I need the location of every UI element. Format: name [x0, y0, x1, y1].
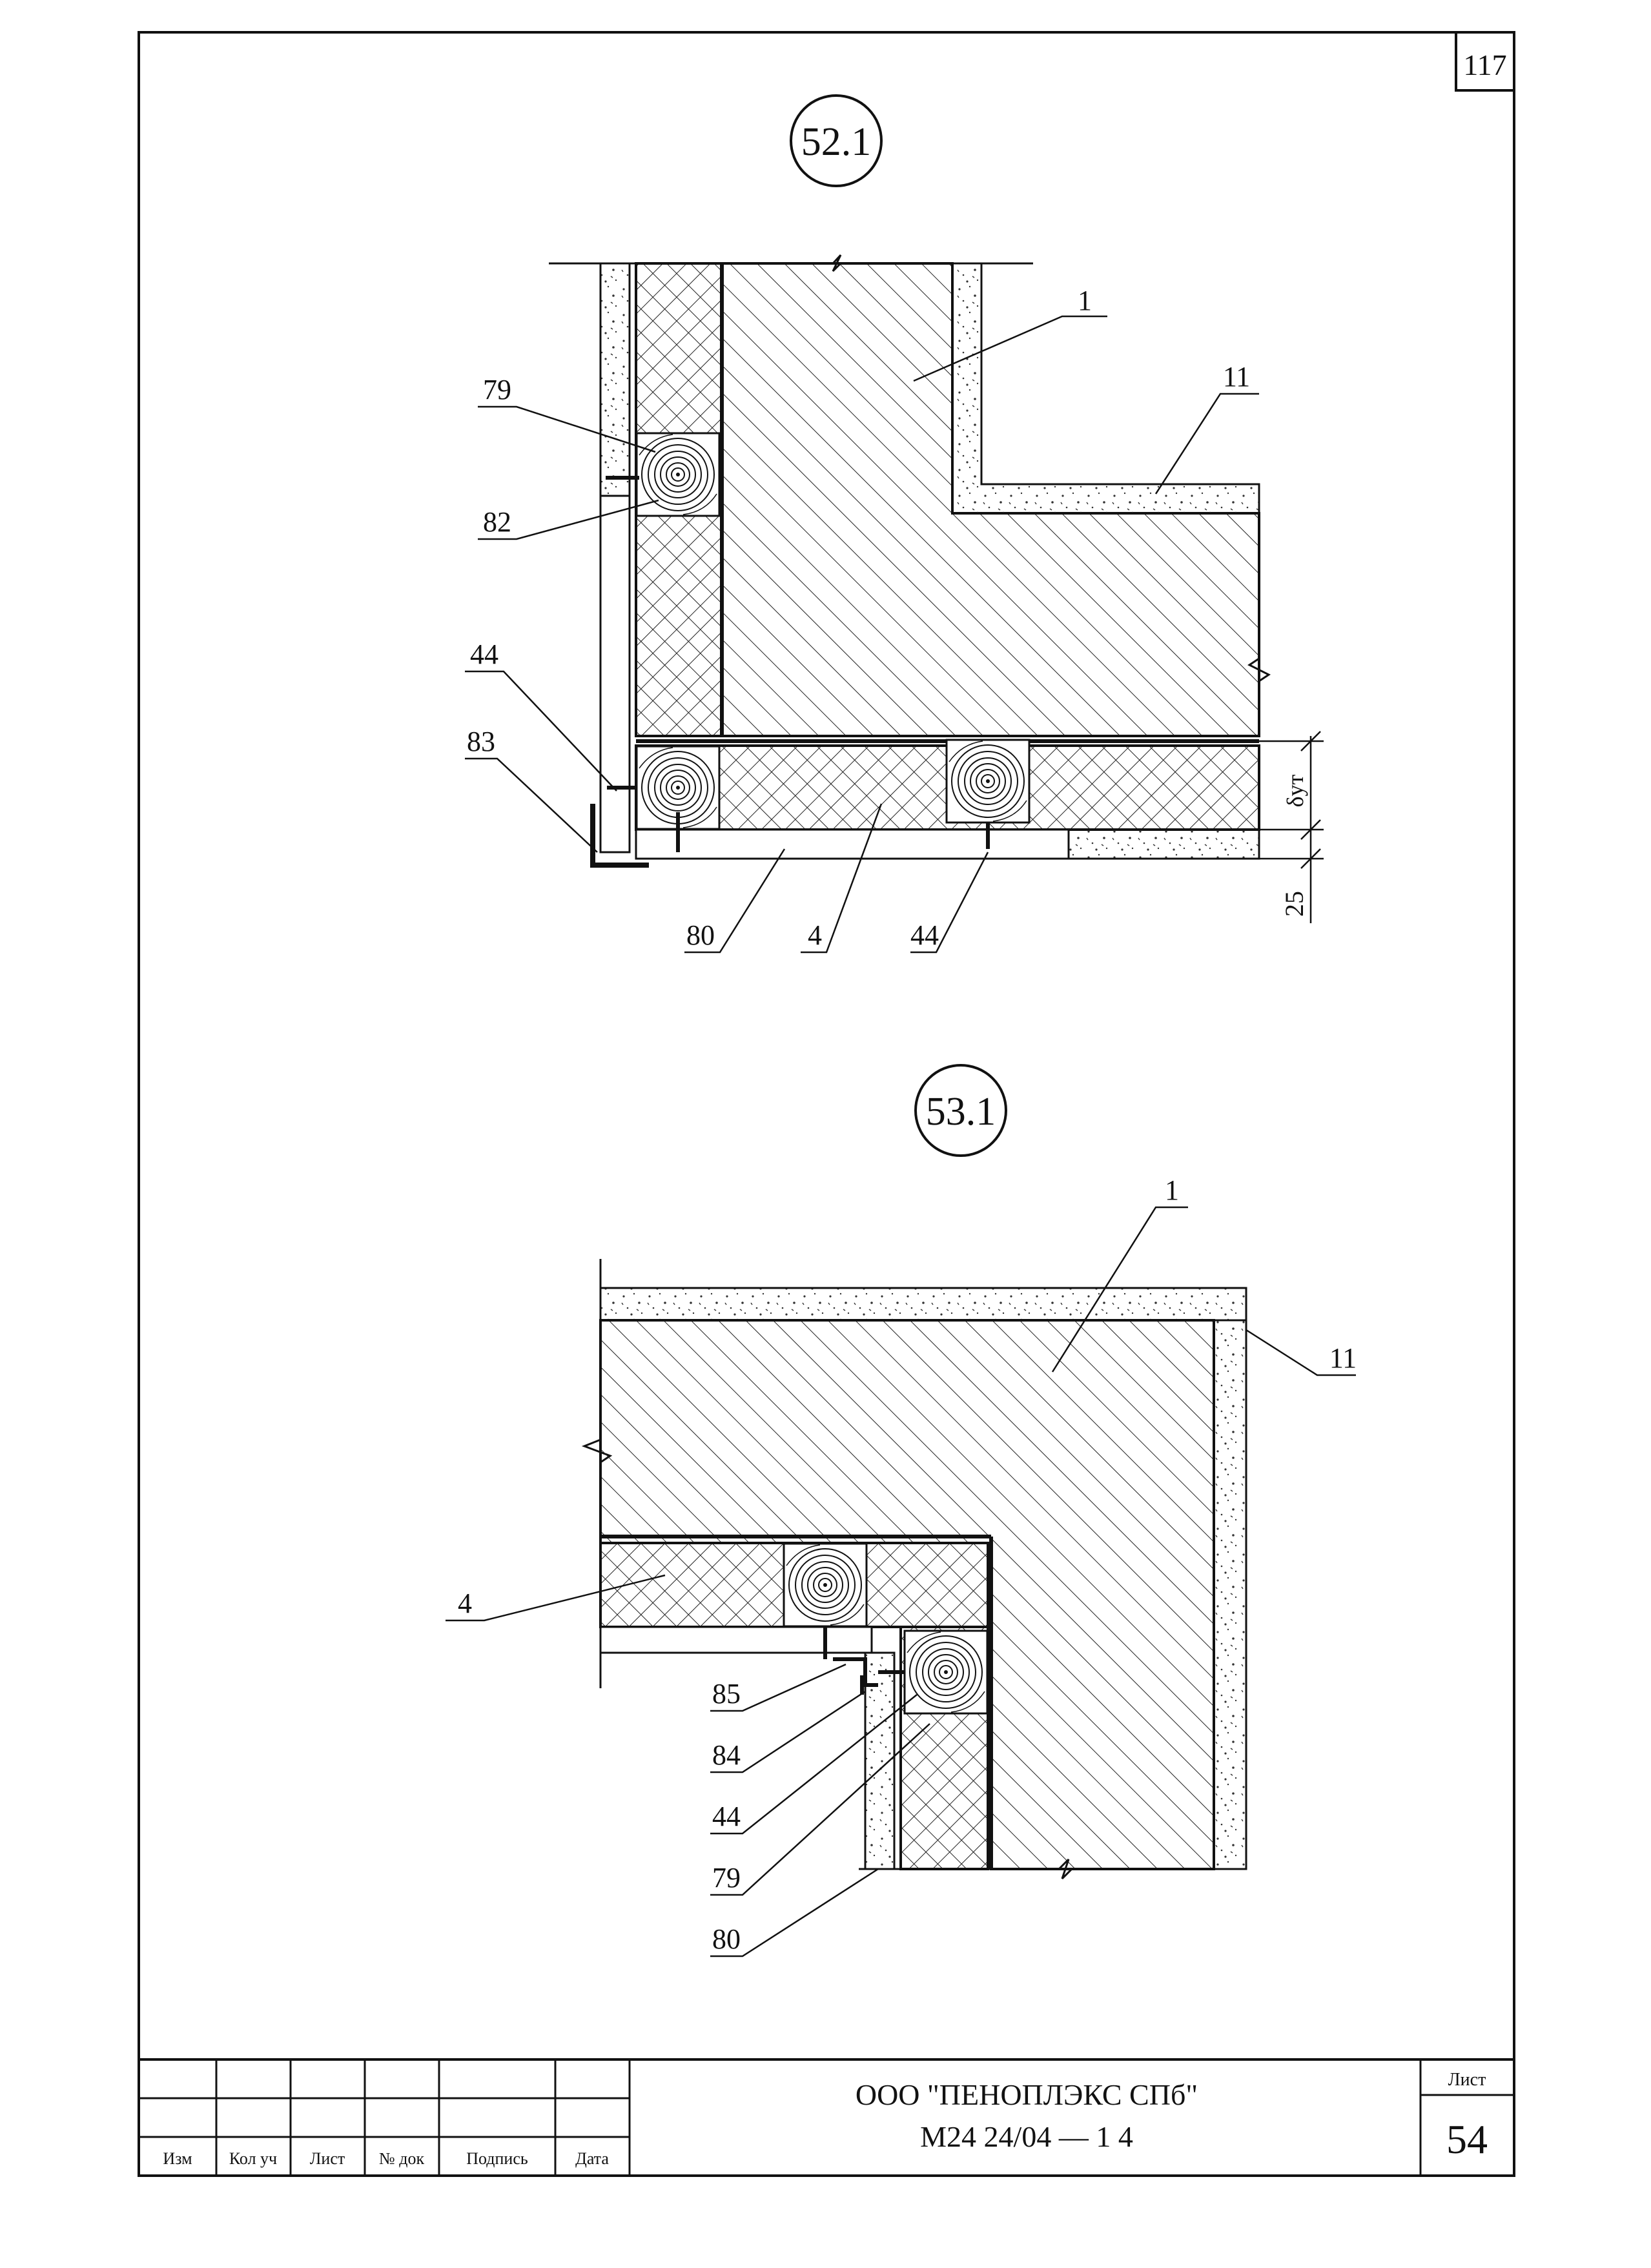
- log-right-52: [945, 739, 1031, 824]
- label-1-52: 1: [1078, 285, 1092, 316]
- break-mark-right-52: [1247, 657, 1271, 682]
- label-44-53: 44: [712, 1801, 741, 1832]
- cladding-horizontal-53: [599, 1626, 873, 1654]
- company-name: ООО "ПЕНОПЛЭКС СПб": [856, 2078, 1198, 2111]
- fastener-44-52: [606, 476, 990, 852]
- cladding-horizontal-52: [635, 828, 1070, 860]
- plaster-top-53: [599, 1287, 1247, 1322]
- label-79-52: 79: [483, 374, 511, 405]
- break-mark-bottom-53: [859, 1858, 1246, 1880]
- detail-53-title-text: 53.1: [926, 1090, 996, 1134]
- col-kol-uch: Кол уч: [229, 2149, 277, 2168]
- document-code: М24 24/04 — 1 4: [920, 2120, 1133, 2153]
- label-11-52: 11: [1223, 361, 1250, 393]
- dimension-52: [1259, 731, 1324, 923]
- corner-profile-83: [590, 804, 649, 868]
- sheet-number: 54: [1446, 2116, 1488, 2162]
- plaster-exterior-vertical-52: [599, 262, 631, 497]
- plaster-exterior-horizontal-52: [1067, 828, 1260, 860]
- col-podpis: Подпись: [466, 2149, 528, 2168]
- leaders-53: [446, 1206, 1356, 1957]
- corner-number: 117: [1463, 48, 1506, 81]
- dim-thickness: δут: [1282, 774, 1308, 807]
- corner-number-box: 117: [1455, 31, 1515, 92]
- col-n-dok: № док: [379, 2149, 425, 2168]
- log-top-53: [783, 1542, 868, 1628]
- detail-52-title: 52.1: [790, 94, 883, 187]
- detail-53-1: 53.1: [446, 1064, 1357, 1957]
- label-4-52: 4: [808, 919, 822, 951]
- label-85-53: 85: [712, 1678, 741, 1710]
- sheet-label: Лист: [1448, 2070, 1486, 2090]
- col-data: Дата: [575, 2149, 609, 2168]
- label-80-52: 80: [686, 919, 715, 951]
- label-83-52: 83: [467, 726, 495, 757]
- log-79-53: [903, 1629, 989, 1715]
- label-44b-52: 44: [910, 919, 939, 951]
- label-80-53: 80: [712, 1923, 741, 1955]
- label-11-53: 11: [1329, 1342, 1357, 1374]
- plaster-right-53: [1213, 1319, 1247, 1870]
- label-1-53: 1: [1165, 1174, 1179, 1206]
- col-list: Лист: [310, 2149, 345, 2168]
- label-82-52: 82: [483, 506, 511, 538]
- leaders-52: [465, 315, 1259, 954]
- detail-52-1: 52.1: [465, 94, 1324, 954]
- label-84-53: 84: [712, 1739, 741, 1771]
- fasteners-53: [823, 1627, 904, 1695]
- col-izm: Изм: [163, 2149, 192, 2168]
- label-4-53: 4: [458, 1588, 472, 1619]
- label-44a-52: 44: [470, 639, 498, 670]
- title-block: Изм Кол уч Лист № док Подпись Дата ООО "…: [138, 2058, 1515, 2177]
- detail-52-title-text: 52.1: [801, 120, 872, 164]
- plaster-interior-52: [951, 262, 1260, 515]
- detail-53-title: 53.1: [914, 1064, 1007, 1157]
- label-79-53: 79: [712, 1862, 741, 1894]
- cladding-vertical-52: [599, 495, 631, 853]
- dim-gap: 25: [1280, 891, 1309, 917]
